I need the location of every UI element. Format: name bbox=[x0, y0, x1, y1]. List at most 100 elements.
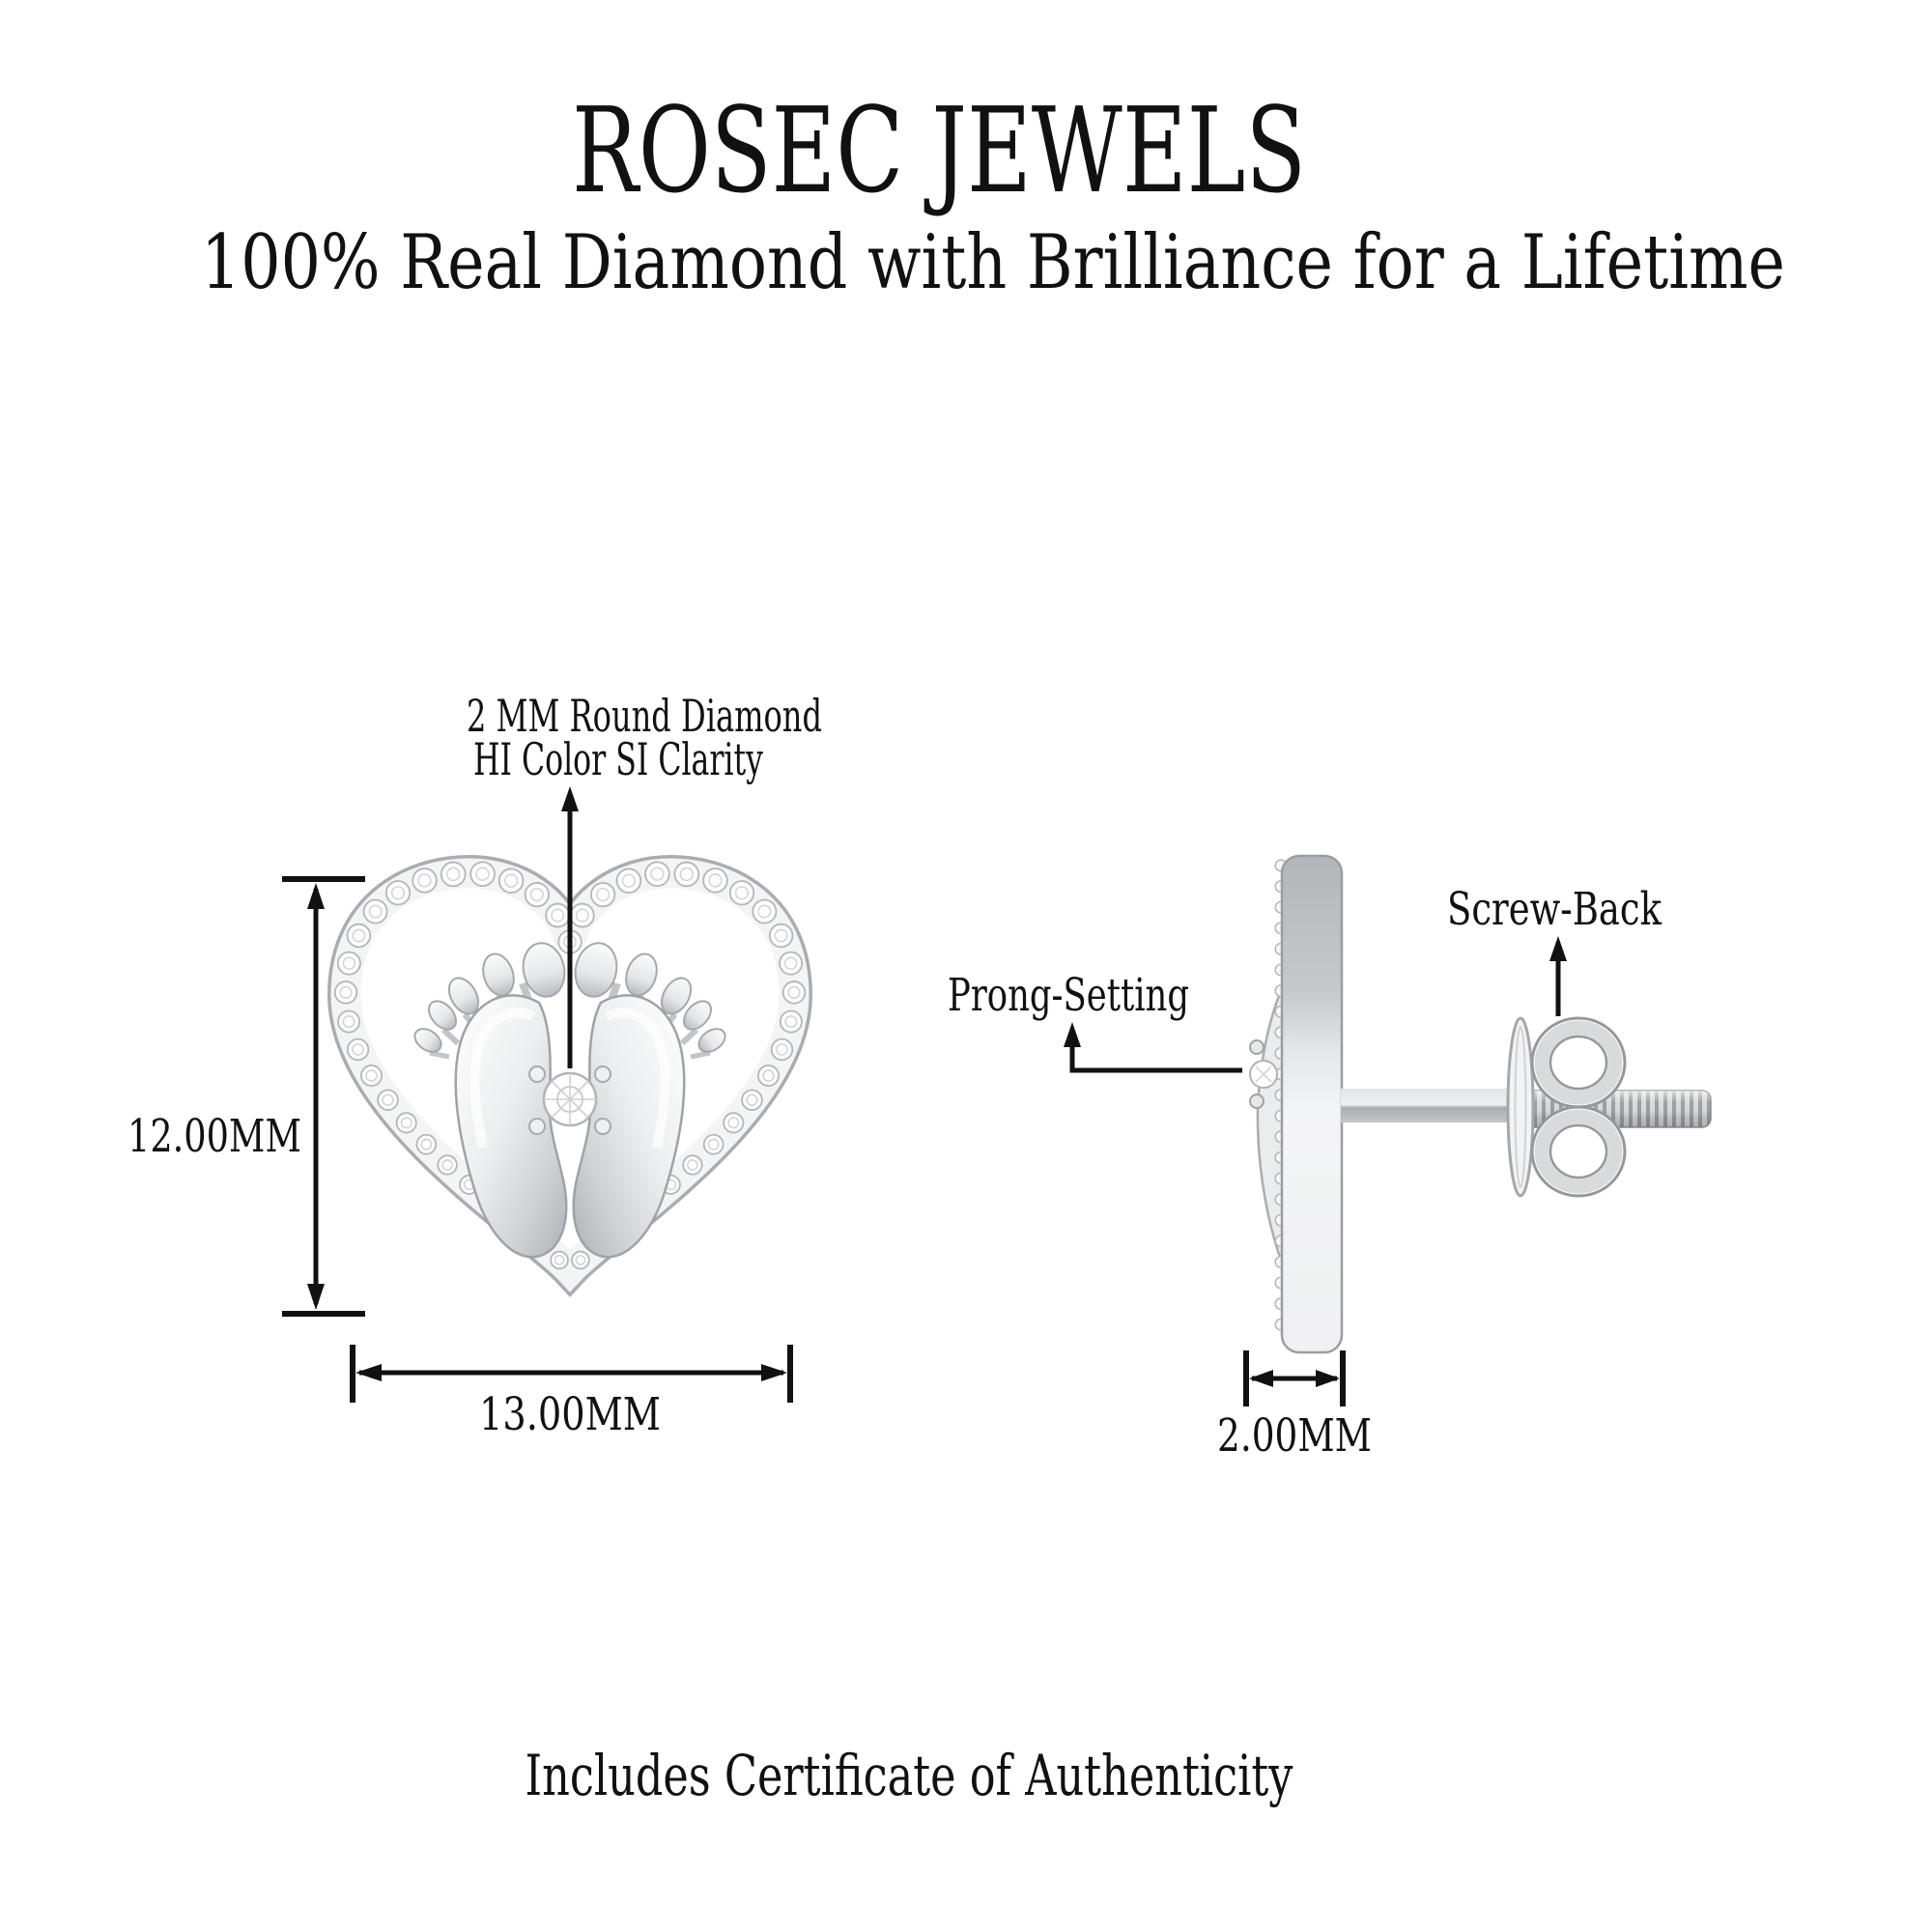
pave-stone-facet bbox=[727, 1117, 740, 1129]
pave-stone-facet bbox=[784, 1015, 798, 1029]
arrowhead-up-icon bbox=[1549, 936, 1567, 961]
baby-foot-left bbox=[413, 942, 568, 1259]
pave-stone bbox=[346, 1037, 370, 1062]
pave-stone bbox=[770, 1037, 794, 1062]
width-dimension-label: 13.00MM bbox=[479, 1388, 661, 1441]
pave-stone bbox=[360, 1065, 383, 1087]
diamond-facets bbox=[544, 1073, 596, 1125]
pave-stone bbox=[545, 902, 571, 928]
pave-stone bbox=[377, 1089, 399, 1111]
footer-note: Includes Certificate of Authenticity bbox=[526, 1743, 1293, 1808]
pave-stone-facet bbox=[339, 985, 353, 999]
arrowhead-up-icon bbox=[307, 883, 325, 909]
pave-stone-facet bbox=[650, 867, 665, 881]
pave-stone bbox=[644, 861, 670, 888]
butterfly-loop-bottom bbox=[1530, 1105, 1627, 1198]
pave-stone-facet bbox=[342, 1015, 355, 1029]
pave-stone bbox=[768, 923, 794, 949]
pave-stone bbox=[590, 882, 616, 908]
pave-stone-facet bbox=[774, 928, 788, 943]
pave-stone bbox=[569, 902, 595, 928]
pave-stone-facet bbox=[365, 1069, 378, 1082]
pave-stone-facet bbox=[679, 867, 694, 882]
pave-stone-facet bbox=[390, 886, 406, 900]
thickness-dimension-label: 2.00MM bbox=[1217, 1409, 1372, 1463]
butterfly-loop-top bbox=[1530, 1016, 1627, 1109]
pave-stone bbox=[333, 980, 358, 1005]
pave-stone-facet bbox=[352, 928, 366, 943]
stud-post bbox=[1341, 1089, 1515, 1122]
center-diamond-setting bbox=[528, 1065, 611, 1135]
prong-ball bbox=[528, 1118, 546, 1135]
toe-5 bbox=[413, 1028, 442, 1053]
pave-stone-facet bbox=[368, 904, 383, 919]
toe-big bbox=[522, 942, 566, 998]
pave-stone-facet bbox=[551, 908, 565, 923]
arrowhead-down-icon bbox=[307, 1284, 325, 1310]
toe-4 bbox=[427, 1000, 458, 1031]
dimension-width: 13.00MM bbox=[350, 1345, 793, 1441]
pave-stone-facet bbox=[757, 904, 772, 919]
pave-stone-facet bbox=[441, 1159, 453, 1171]
arrowhead-left-icon bbox=[355, 1364, 382, 1381]
pave-stone bbox=[337, 1009, 361, 1034]
pave-stone bbox=[723, 1112, 745, 1134]
backing-disc bbox=[1506, 1016, 1535, 1198]
pave-stone bbox=[550, 1250, 569, 1270]
screw-back-callout: Screw-Back bbox=[1447, 883, 1662, 1016]
pave-stone bbox=[757, 1065, 780, 1087]
prong-ball bbox=[594, 1118, 611, 1135]
pave-stone-facet bbox=[596, 888, 611, 902]
pave-stone-facet bbox=[529, 888, 544, 902]
pave-stone bbox=[469, 861, 496, 888]
pave-stone-facet bbox=[352, 1043, 364, 1056]
pave-stone-facet bbox=[621, 873, 637, 888]
pave-stone-facet bbox=[446, 867, 461, 882]
pave-stone bbox=[682, 1154, 703, 1176]
callout-line-2: HI Color SI Clarity bbox=[473, 733, 763, 785]
pave-stone bbox=[673, 861, 700, 888]
pave-stone bbox=[437, 1154, 458, 1176]
pave-stone bbox=[702, 1133, 724, 1155]
side-prong-setting bbox=[1249, 1039, 1278, 1109]
pave-stone bbox=[497, 867, 525, 895]
pave-stone-facet bbox=[554, 1255, 565, 1265]
callout-arrowhead-icon bbox=[561, 786, 579, 811]
pave-stone-facet bbox=[400, 1117, 412, 1129]
pave-stone-facet bbox=[417, 873, 432, 888]
brand-title: ROSEC JEWELS bbox=[572, 82, 1306, 219]
height-dimension-label: 12.00MM bbox=[128, 1110, 301, 1163]
prong-setting-label: Prong-Setting bbox=[948, 969, 1189, 1022]
butterfly-screw-back bbox=[1530, 1016, 1627, 1198]
pave-stone-facet bbox=[382, 1094, 394, 1106]
pave-stone-facet bbox=[575, 908, 589, 923]
pave-stone bbox=[781, 980, 807, 1005]
pave-stone-facet bbox=[776, 1043, 788, 1056]
pave-stone-facet bbox=[708, 873, 723, 888]
pave-stone-facet bbox=[575, 1255, 586, 1265]
earring-plate-side bbox=[1280, 854, 1344, 1354]
dimension-height: 12.00MM bbox=[128, 876, 365, 1317]
foot-sole-highlight bbox=[469, 1008, 536, 1150]
pave-stone bbox=[336, 951, 361, 976]
arrowhead-left-icon bbox=[1249, 1370, 1273, 1387]
pave-stone bbox=[779, 951, 804, 976]
backing-disc-inner bbox=[1514, 1026, 1527, 1188]
pave-stone bbox=[440, 861, 467, 888]
pave-stone-facet bbox=[687, 1159, 698, 1171]
dimension-thickness: 2.00MM bbox=[1217, 1350, 1372, 1463]
pave-stone bbox=[779, 1009, 803, 1034]
pave-stone bbox=[702, 867, 728, 894]
pave-stone bbox=[571, 1250, 590, 1270]
callout-line-1: 2 MM Round Diamond bbox=[467, 690, 822, 742]
prong-ball bbox=[594, 1065, 611, 1083]
pave-stone bbox=[524, 882, 550, 908]
pave-stone-facet bbox=[746, 1094, 758, 1106]
pave-stone bbox=[384, 880, 412, 906]
pave-stone-facet bbox=[503, 873, 519, 888]
side-prong-ball bbox=[1249, 1039, 1264, 1055]
pave-stone-facet bbox=[783, 956, 798, 970]
side-prong-ball bbox=[1249, 1094, 1264, 1109]
brand-tagline: 100% Real Diamond with Brilliance for a … bbox=[201, 219, 1785, 306]
